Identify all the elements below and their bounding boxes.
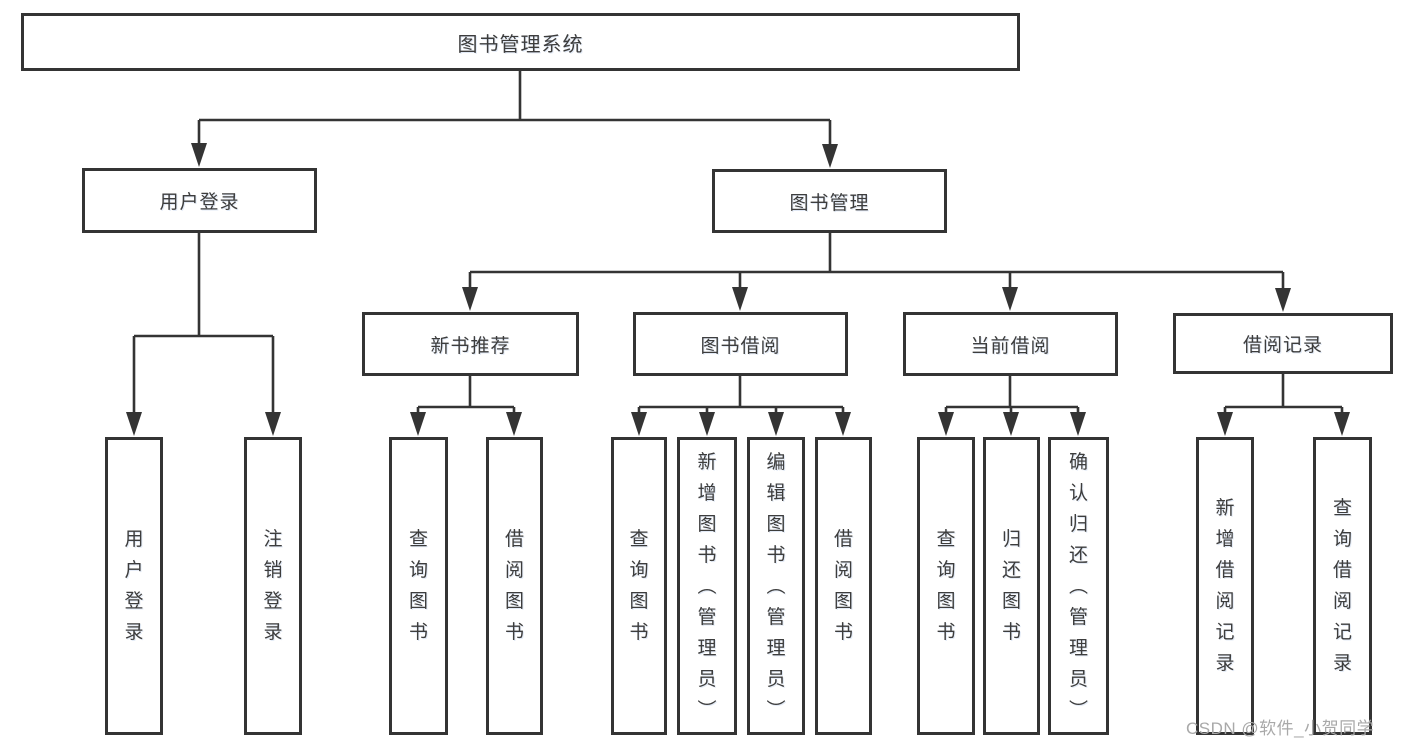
node-new-book-recommend-label: 新书推荐 — [430, 335, 511, 357]
leaf-record-query-borrow-record: 查 询 借 阅 记 录 — [1313, 437, 1372, 735]
node-root-label: 图书管理系统 — [457, 33, 584, 56]
node-borrow-record-label: 借阅记录 — [1242, 335, 1323, 356]
leaf-borrow-edit-book-admin: 编 辑 图 书 ︵ 管 理 员 ︶ — [747, 437, 805, 735]
leaf-record-add-borrow-record-label: 新 增 借 阅 记 录 — [1215, 498, 1235, 674]
leaf-logout: 注 销 登 录 — [244, 437, 302, 735]
node-borrow-record: 借阅记录 — [1173, 313, 1393, 374]
leaf-current-confirm-return-admin: 确 认 归 还 ︵ 管 理 员 ︶ — [1048, 437, 1109, 735]
node-book-borrow-label: 图书借阅 — [700, 335, 781, 357]
leaf-newbook-borrow-book-label: 借 阅 图 书 — [504, 529, 524, 643]
node-book-management: 图书管理 — [712, 169, 947, 233]
node-current-borrow-label: 当前借阅 — [970, 335, 1051, 357]
leaf-borrow-borrow-book-label: 借 阅 图 书 — [833, 529, 853, 643]
leaf-current-query-book: 查 询 图 书 — [917, 437, 975, 735]
leaf-newbook-query-book-label: 查 询 图 书 — [408, 529, 428, 643]
leaf-current-return-book-label: 归 还 图 书 — [1001, 529, 1021, 643]
node-user-login-label: 用户登录 — [159, 192, 240, 213]
leaf-borrow-edit-book-admin-label: 编 辑 图 书 ︵ 管 理 员 ︶ — [766, 451, 786, 721]
leaf-record-query-borrow-record-label: 查 询 借 阅 记 录 — [1332, 498, 1352, 674]
csdn-watermark: CSDN @软件_小贺同学 — [1186, 719, 1375, 738]
leaf-current-confirm-return-admin-label: 确 认 归 还 ︵ 管 理 员 ︶ — [1068, 451, 1088, 721]
leaf-borrow-add-book-admin: 新 增 图 书 ︵ 管 理 员 ︶ — [677, 437, 737, 735]
node-new-book-recommend: 新书推荐 — [362, 312, 579, 376]
node-book-borrow: 图书借阅 — [633, 312, 848, 376]
arrowheads — [126, 143, 1350, 436]
leaf-user-login: 用 户 登 录 — [105, 437, 163, 735]
leaf-newbook-query-book: 查 询 图 书 — [389, 437, 448, 735]
node-book-management-label: 图书管理 — [789, 192, 870, 214]
leaf-current-query-book-label: 查 询 图 书 — [936, 529, 956, 643]
node-root-library-system: 图书管理系统 — [21, 13, 1020, 71]
leaf-current-return-book: 归 还 图 书 — [983, 437, 1040, 735]
leaf-newbook-borrow-book: 借 阅 图 书 — [486, 437, 543, 735]
leaf-record-add-borrow-record: 新 增 借 阅 记 录 — [1196, 437, 1254, 735]
node-user-login: 用户登录 — [82, 168, 317, 233]
leaf-borrow-query-book-label: 查 询 图 书 — [629, 529, 649, 643]
leaf-borrow-add-book-admin-label: 新 增 图 书 ︵ 管 理 员 ︶ — [697, 451, 717, 721]
leaf-logout-label: 注 销 登 录 — [263, 529, 283, 643]
leaf-borrow-borrow-book: 借 阅 图 书 — [815, 437, 872, 735]
node-current-borrow: 当前借阅 — [903, 312, 1118, 376]
leaf-borrow-query-book: 查 询 图 书 — [611, 437, 667, 735]
leaf-user-login-label: 用 户 登 录 — [124, 529, 144, 643]
